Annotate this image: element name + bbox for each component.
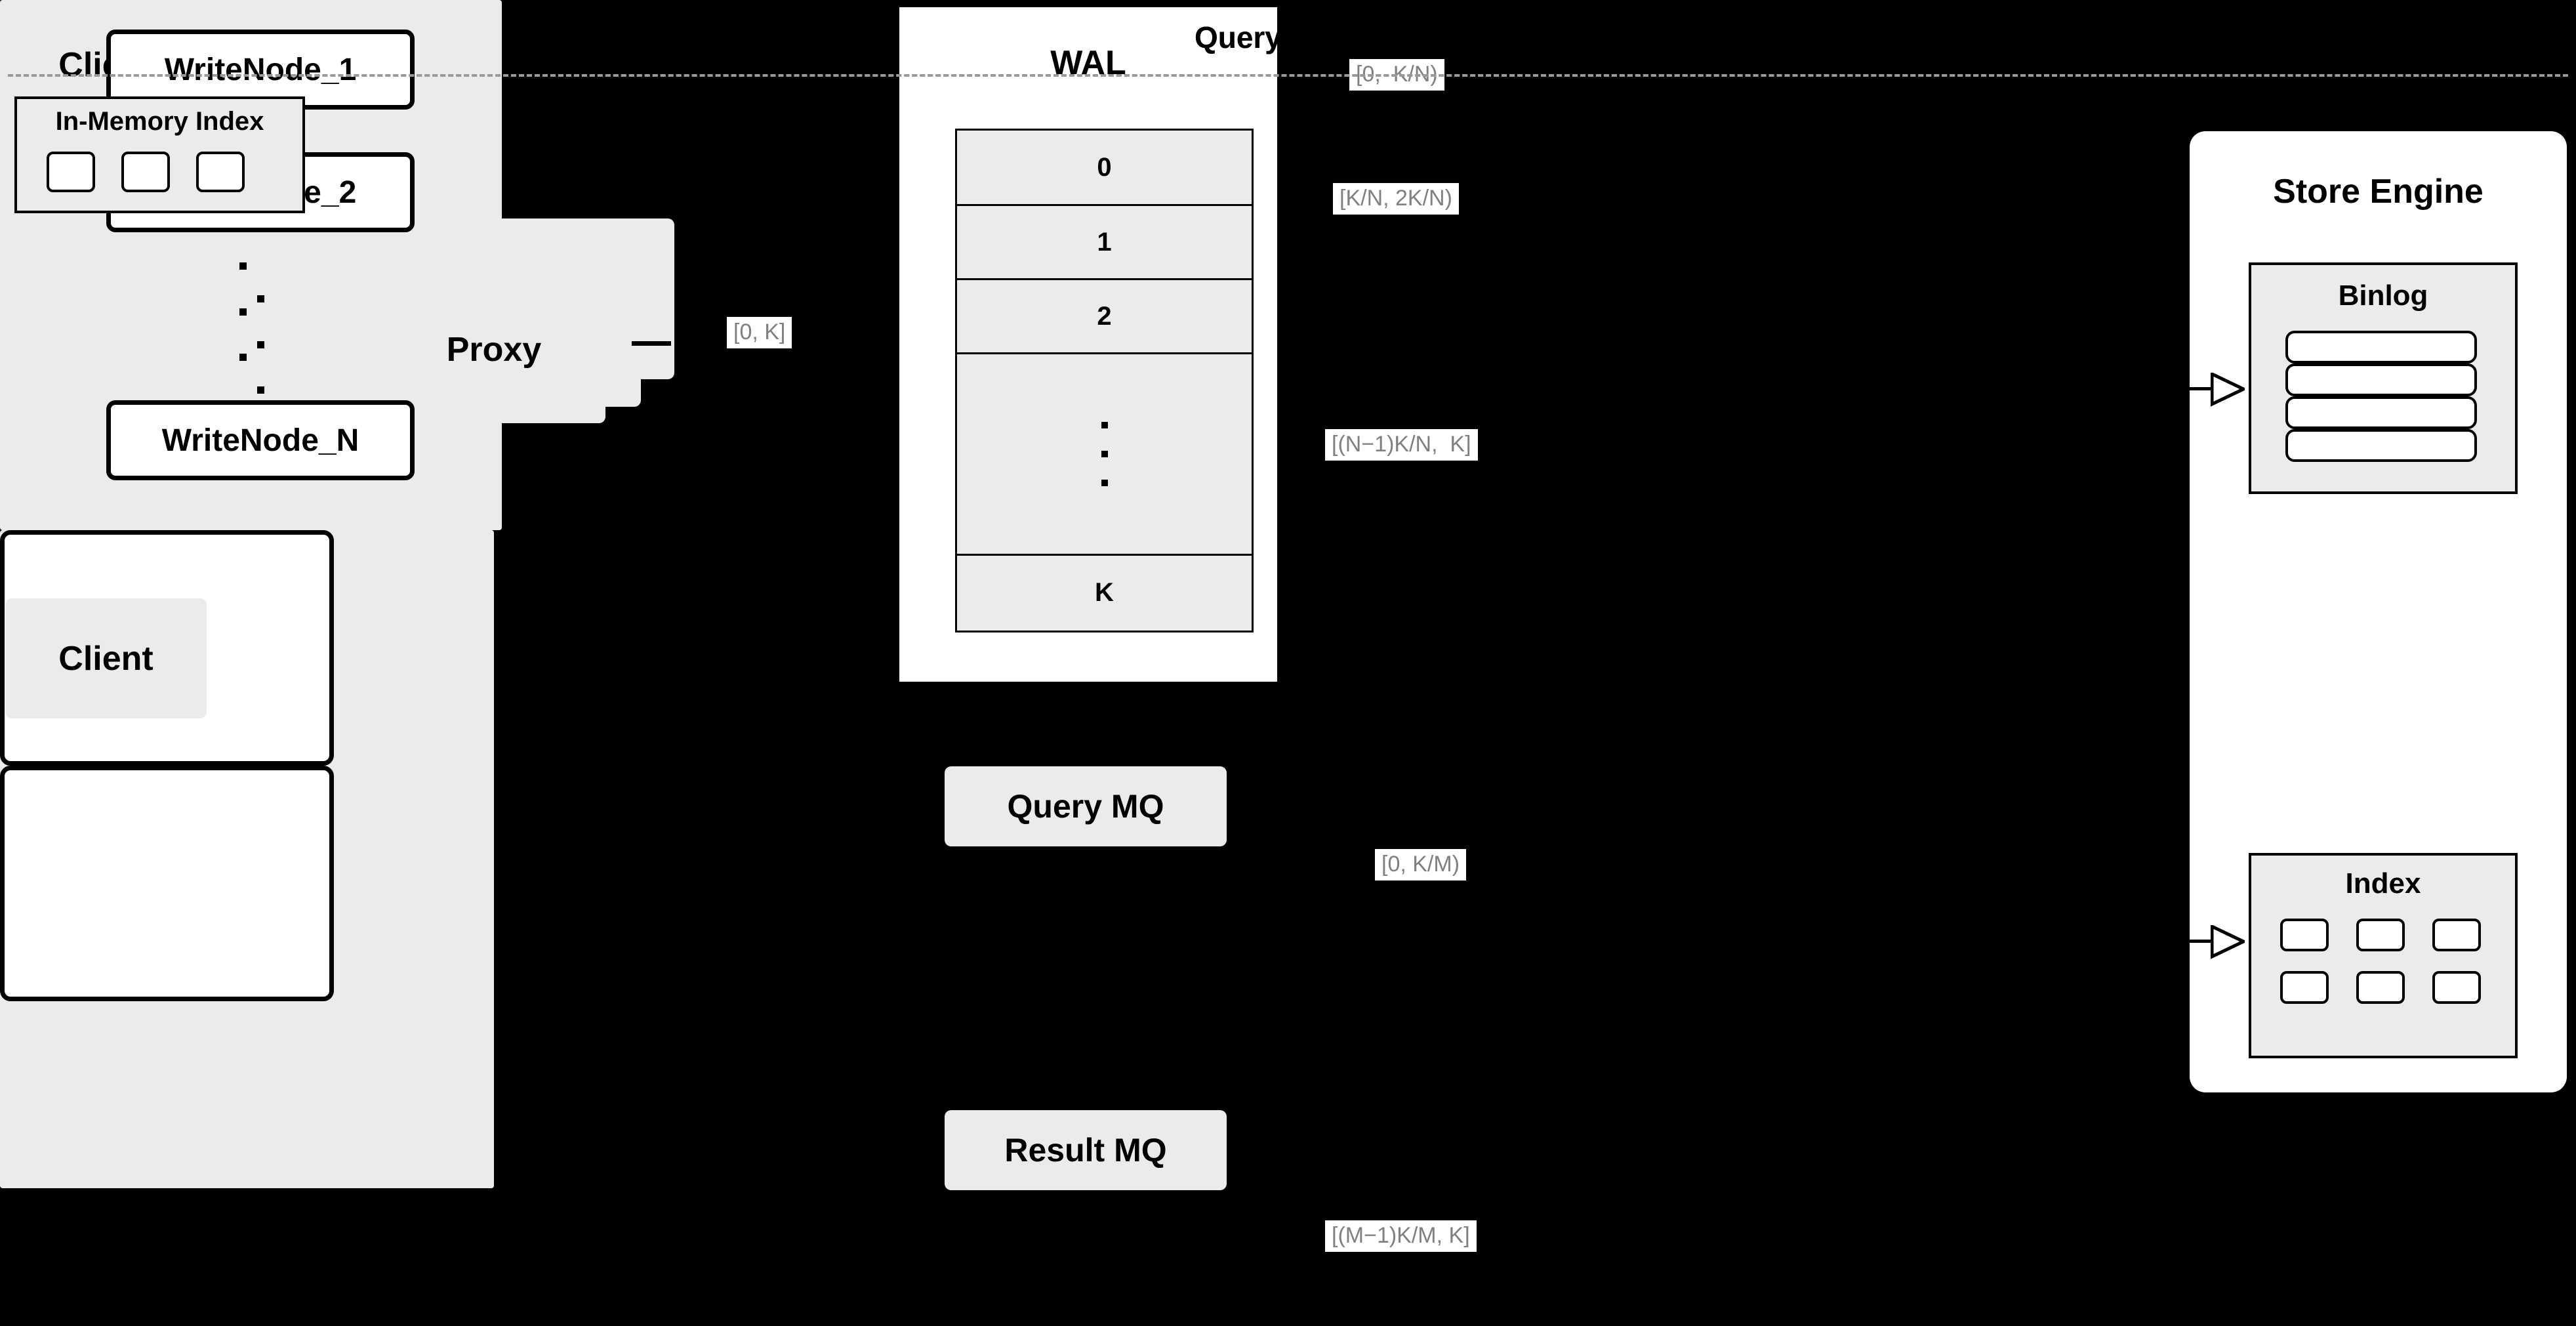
open-arrowhead-index-icon bbox=[2211, 925, 2245, 959]
result-mq-label: Result MQ bbox=[1004, 1132, 1167, 1169]
query-node-1-label: QueryNode_1 bbox=[1194, 20, 1391, 54]
wal-cell-2: 2 bbox=[957, 280, 1252, 354]
query-node-2[interactable]: QueryNode_1 In-Memory Index bbox=[0, 20, 2568, 1001]
proxy-to-wal-connector bbox=[632, 341, 671, 346]
wal-cell-ellipsis bbox=[957, 354, 1252, 556]
index-cell-3 bbox=[2432, 919, 2481, 951]
write-node-n[interactable]: WriteNode_N bbox=[106, 400, 415, 480]
edge-label-mq-to-query-1: [0, K/M) bbox=[1375, 849, 1467, 881]
binlog-box: Binlog bbox=[2249, 262, 2518, 494]
proxy-front-card[interactable]: Proxy bbox=[382, 276, 605, 423]
wal-entry-table: 0 1 2 K bbox=[955, 129, 1254, 632]
query-node-2-index-cell-2 bbox=[121, 152, 170, 192]
wal-cell-0: 0 bbox=[957, 131, 1252, 206]
edge-label-wal-to-write-2: [K/N, 2K/N) bbox=[1333, 183, 1459, 215]
query-node-ellipsis-icon bbox=[257, 295, 264, 394]
wal-cell-k: K bbox=[1095, 578, 1114, 607]
index-cell-4 bbox=[2280, 971, 2329, 1004]
binlog-bar-4 bbox=[2285, 429, 2477, 462]
edge-label-proxy-to-wal: [0, K] bbox=[727, 317, 792, 348]
store-engine-title: Store Engine bbox=[2273, 173, 2484, 211]
write-node-n-label: WriteNode_N bbox=[161, 423, 359, 458]
index-cell-2 bbox=[2356, 919, 2405, 951]
index-cell-5 bbox=[2356, 971, 2405, 1004]
client-box-2[interactable]: Client bbox=[5, 598, 207, 718]
query-node-2-divider bbox=[8, 74, 2568, 77]
query-node-2-in-memory-index: In-Memory Index bbox=[14, 96, 305, 213]
wal-cell-1: 1 bbox=[957, 206, 1252, 280]
wal-panel: WAL 0 1 2 K bbox=[895, 3, 1281, 686]
binlog-bar-2 bbox=[2285, 363, 2477, 396]
query-node-2-label: QueryNode_1 bbox=[1194, 20, 1391, 54]
query-node-2-index-cell-1 bbox=[47, 152, 95, 192]
edge-label-mq-to-query-m: [(M−1)K/M, K] bbox=[1325, 1220, 1477, 1252]
write-node-ellipsis-icon bbox=[239, 262, 247, 361]
binlog-bar-3 bbox=[2285, 396, 2477, 429]
edge-label-wal-to-write-n: [(N−1)K/N, K] bbox=[1325, 429, 1478, 461]
write-node-1[interactable]: WriteNode_1 bbox=[106, 30, 415, 110]
binlog-bar-1 bbox=[2285, 331, 2477, 363]
query-node-2-index-title: In-Memory Index bbox=[55, 107, 264, 136]
proxy-label: Proxy bbox=[446, 330, 542, 369]
index-title: Index bbox=[2345, 867, 2421, 900]
index-cell-6 bbox=[2432, 971, 2481, 1004]
query-mq-box[interactable]: Query MQ bbox=[945, 766, 1227, 846]
query-mq-label: Query MQ bbox=[1007, 788, 1164, 825]
client-label-2: Client bbox=[58, 639, 153, 678]
binlog-title: Binlog bbox=[2338, 280, 2428, 312]
write-node-1-label: WriteNode_1 bbox=[164, 52, 357, 87]
open-arrowhead-binlog-icon bbox=[2211, 373, 2245, 407]
store-engine-panel: Store Engine Binlog Index bbox=[2190, 131, 2567, 1092]
index-cell-1 bbox=[2280, 919, 2329, 951]
index-box: Index bbox=[2249, 853, 2518, 1058]
query-node-2-index-cell-3 bbox=[196, 152, 245, 192]
result-mq-box[interactable]: Result MQ bbox=[945, 1110, 1227, 1190]
